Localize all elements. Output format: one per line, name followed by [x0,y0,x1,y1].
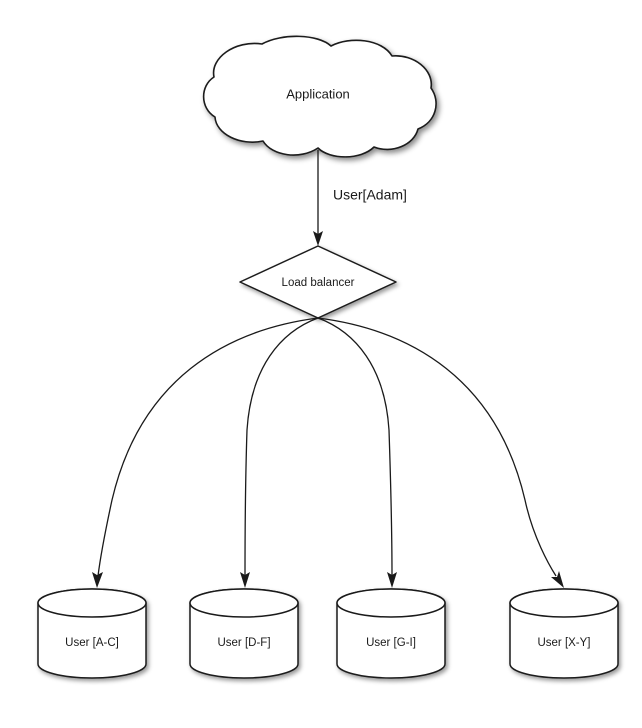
database-1-label: User [D-F] [217,637,270,649]
edge-application-to-load-balancer[interactable] [313,150,323,246]
application-label: Application [286,86,350,101]
node-database-0[interactable]: User [A-C] [37,588,147,679]
edge-lb-to-db-2[interactable] [317,317,397,588]
load-balancer-label: Load balancer [282,277,355,289]
node-database-2[interactable]: User [G-I] [336,588,446,679]
edge-label-user-adam: User[Adam] [333,187,407,203]
edge-lb-to-db-3[interactable] [317,317,564,588]
node-load-balancer[interactable]: Load balancer [239,245,397,319]
database-3-label: User [X-Y] [537,637,590,649]
node-application[interactable]: Application [202,35,437,158]
node-database-3[interactable]: User [X-Y] [509,588,619,679]
database-0-label: User [A-C] [65,637,119,649]
edge-lb-to-db-0[interactable] [92,317,319,588]
edge-lb-to-db-1[interactable] [240,317,319,588]
database-2-label: User [G-I] [366,637,416,649]
node-database-1[interactable]: User [D-F] [189,588,299,679]
